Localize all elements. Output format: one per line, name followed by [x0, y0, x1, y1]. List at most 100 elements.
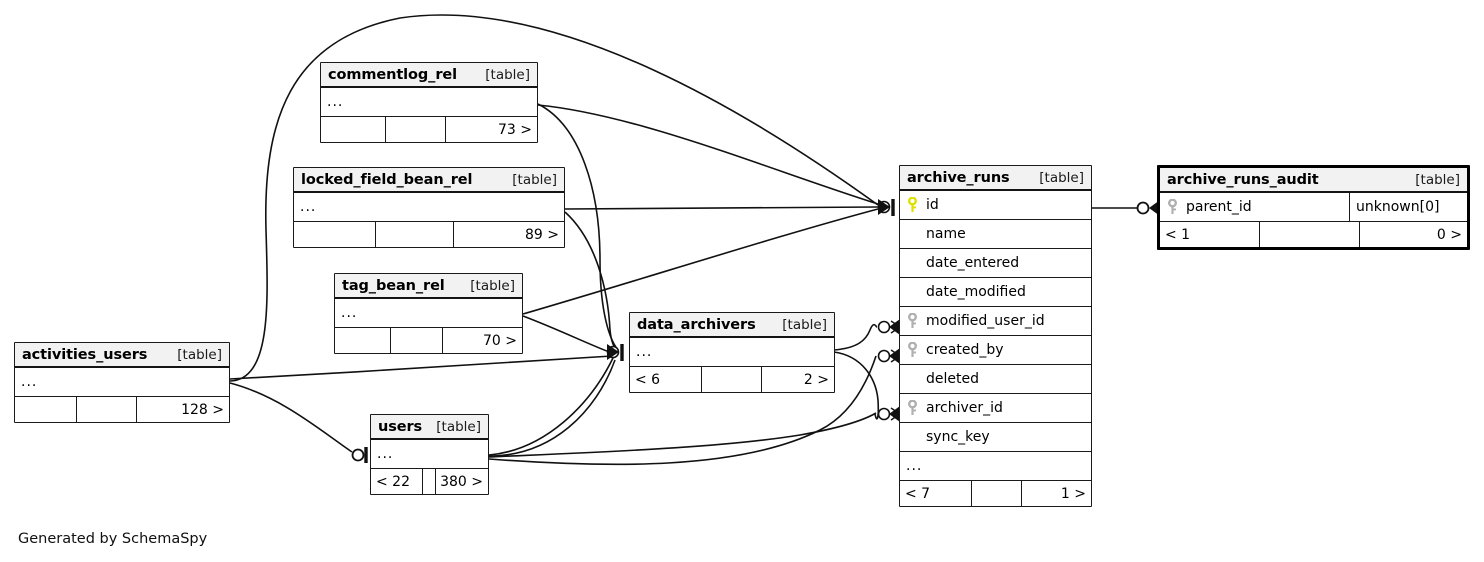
table-node-archive-runs-audit[interactable]: archive_runs_audit [table] parent_id unk… [1157, 165, 1470, 250]
table-row[interactable]: created_by [900, 336, 1091, 365]
footer-parents-count [15, 397, 77, 422]
table-node-locked-field-bean-rel[interactable]: locked_field_bean_rel [table] ... 89 > [293, 167, 565, 248]
table-row: ... [335, 299, 522, 328]
table-node-archive-runs[interactable]: archive_runs [table] id name date_entere… [899, 165, 1092, 507]
table-kind-label: [table] [1415, 171, 1460, 188]
no-key-icon [906, 255, 919, 271]
table-row[interactable]: date_entered [900, 249, 1091, 278]
table-header-activities-users: activities_users [table] [15, 343, 229, 368]
table-row: ... [630, 338, 834, 367]
table-row[interactable]: name [900, 220, 1091, 249]
table-node-tag-bean-rel[interactable]: tag_bean_rel [table] ... 70 > [334, 273, 523, 354]
connector-archive-runs-modified-user-id [877, 319, 902, 335]
footer-children-count: 70 > [483, 332, 517, 349]
foreign-key-icon [906, 399, 919, 416]
table-header-data-archivers: data_archivers [table] [630, 313, 834, 338]
no-key-icon [906, 284, 919, 300]
generated-by-label: Generated by SchemaSpy [18, 531, 208, 547]
column-label: archiver_id [926, 400, 1003, 416]
column-name-cell: parent_id [1160, 193, 1349, 221]
column-label: sync_key [926, 429, 990, 445]
table-row: ... [900, 452, 1091, 481]
table-row[interactable]: sync_key [900, 423, 1091, 452]
primary-key-icon [906, 196, 919, 213]
connector-archive-runs-id [877, 199, 895, 216]
edge-data-archivers-loop-modified-user [833, 323, 878, 351]
edge-tag-bean-rel-to-data-archivers [522, 315, 613, 354]
table-footer-users: < 22 380 > [371, 469, 488, 494]
column-label: parent_id [1186, 199, 1252, 215]
table-node-commentlog-rel[interactable]: commentlog_rel [table] ... 73 > [320, 62, 538, 143]
table-kind-label: [table] [436, 418, 481, 435]
table-footer-tag-bean-rel: 70 > [335, 328, 522, 353]
table-row[interactable]: date_modified [900, 278, 1091, 307]
edge-tag-bean-rel-to-archive-runs [522, 208, 879, 315]
table-title: archive_runs [907, 169, 1010, 186]
column-label: ... [327, 94, 344, 110]
foreign-key-icon [906, 312, 919, 329]
table-row[interactable]: deleted [900, 365, 1091, 394]
table-title: locked_field_bean_rel [301, 171, 473, 188]
table-row[interactable]: archiver_id [900, 394, 1091, 423]
footer-parents-count [335, 328, 391, 353]
table-title: activities_users [22, 346, 148, 363]
table-row: ... [371, 440, 488, 469]
no-key-icon [906, 429, 919, 445]
connector-archive-runs-created-by [877, 348, 902, 364]
footer-parents-count: < 7 [900, 481, 972, 506]
footer-children-count: 0 > [1436, 226, 1462, 243]
table-header-archive-runs: archive_runs [table] [900, 166, 1091, 191]
connector-data-archivers-left [606, 344, 624, 361]
table-footer-commentlog-rel: 73 > [321, 117, 537, 142]
column-label: ... [21, 374, 38, 390]
footer-parents-count: < 1 [1160, 222, 1260, 247]
table-kind-label: [table] [485, 66, 530, 83]
footer-children-count: 73 > [498, 121, 532, 138]
footer-children-count: 89 > [525, 226, 559, 243]
table-title: commentlog_rel [328, 66, 457, 83]
column-label: id [926, 197, 939, 213]
no-key-icon [906, 226, 919, 242]
connector-archive-runs-archiver-id [877, 406, 902, 422]
column-label: date_modified [926, 284, 1026, 300]
table-row[interactable]: modified_user_id [900, 307, 1091, 336]
footer-parents-count: < 6 [630, 367, 702, 392]
footer-middle [376, 222, 454, 247]
table-header-archive-runs-audit: archive_runs_audit [table] [1160, 168, 1467, 193]
footer-children-count: 2 > [803, 371, 829, 388]
footer-middle [77, 397, 137, 422]
edge-activities-users-to-users [229, 382, 353, 453]
table-header-commentlog-rel: commentlog_rel [table] [321, 63, 537, 88]
table-row[interactable]: parent_id unknown[0] [1160, 193, 1467, 222]
table-node-data-archivers[interactable]: data_archivers [table] ... < 6 2 > [629, 312, 835, 393]
footer-middle [702, 367, 762, 392]
column-label: name [926, 226, 966, 242]
table-title: users [378, 418, 423, 435]
column-label: deleted [926, 371, 979, 387]
table-node-activities-users[interactable]: activities_users [table] ... 128 > [14, 342, 230, 423]
table-row[interactable]: id [900, 191, 1091, 220]
table-footer-activities-users: 128 > [15, 397, 229, 422]
table-row: ... [321, 88, 537, 117]
footer-middle [391, 328, 443, 353]
foreign-key-icon [1166, 198, 1179, 215]
table-row: ... [294, 193, 564, 222]
table-node-users[interactable]: users [table] ... < 22 380 > [370, 414, 489, 495]
footer-parents-count [321, 117, 386, 142]
footer-parents-count [294, 222, 376, 247]
column-label: created_by [926, 342, 1004, 358]
column-type-label: unknown[0] [1349, 193, 1467, 221]
edge-users-to-archive-runs-archiver-id [488, 412, 877, 458]
column-label: ... [377, 446, 394, 462]
table-title: archive_runs_audit [1167, 171, 1319, 188]
column-label: ... [906, 458, 923, 474]
table-footer-archive-runs: < 7 1 > [900, 481, 1091, 506]
table-kind-label: [table] [470, 277, 515, 294]
table-footer-archive-runs-audit: < 1 0 > [1160, 222, 1467, 247]
footer-children-count: 380 > [440, 473, 483, 490]
footer-middle [1260, 222, 1360, 247]
table-title: tag_bean_rel [342, 277, 445, 294]
edge-users-to-data-archivers-b [488, 359, 616, 457]
